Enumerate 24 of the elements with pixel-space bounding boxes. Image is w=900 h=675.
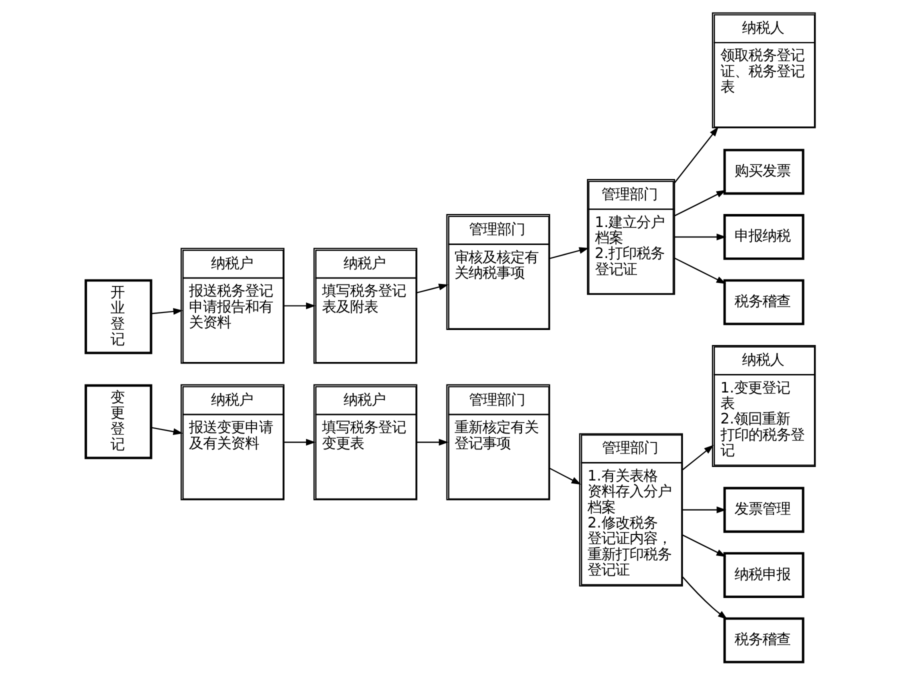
- arrow: [284, 438, 316, 446]
- node-box: 税务稽查: [722, 279, 804, 326]
- node-box: 变更登记: [84, 384, 152, 460]
- arrow: [674, 126, 718, 184]
- arrow: [674, 190, 726, 216]
- node-box: 申报纳税: [722, 214, 804, 260]
- arrow: [674, 234, 726, 240]
- arrow: [682, 506, 726, 514]
- arrow: [549, 468, 581, 485]
- arrow: [284, 302, 316, 310]
- arrow: [416, 438, 448, 446]
- arrow: [549, 247, 588, 260]
- arrow: [682, 576, 728, 620]
- arrow: [150, 426, 182, 435]
- arrow: [682, 444, 714, 470]
- arrow: [682, 534, 726, 557]
- node-box: 税务稽查: [722, 617, 804, 664]
- node-box: 开业登记: [84, 279, 152, 354]
- node-box: 纳税申报: [722, 552, 804, 598]
- arrow: [150, 308, 182, 315]
- node-box: 购买发票: [722, 148, 804, 195]
- arrow: [674, 258, 726, 284]
- arrow: [416, 284, 448, 294]
- node-box: 发票管理: [722, 486, 804, 533]
